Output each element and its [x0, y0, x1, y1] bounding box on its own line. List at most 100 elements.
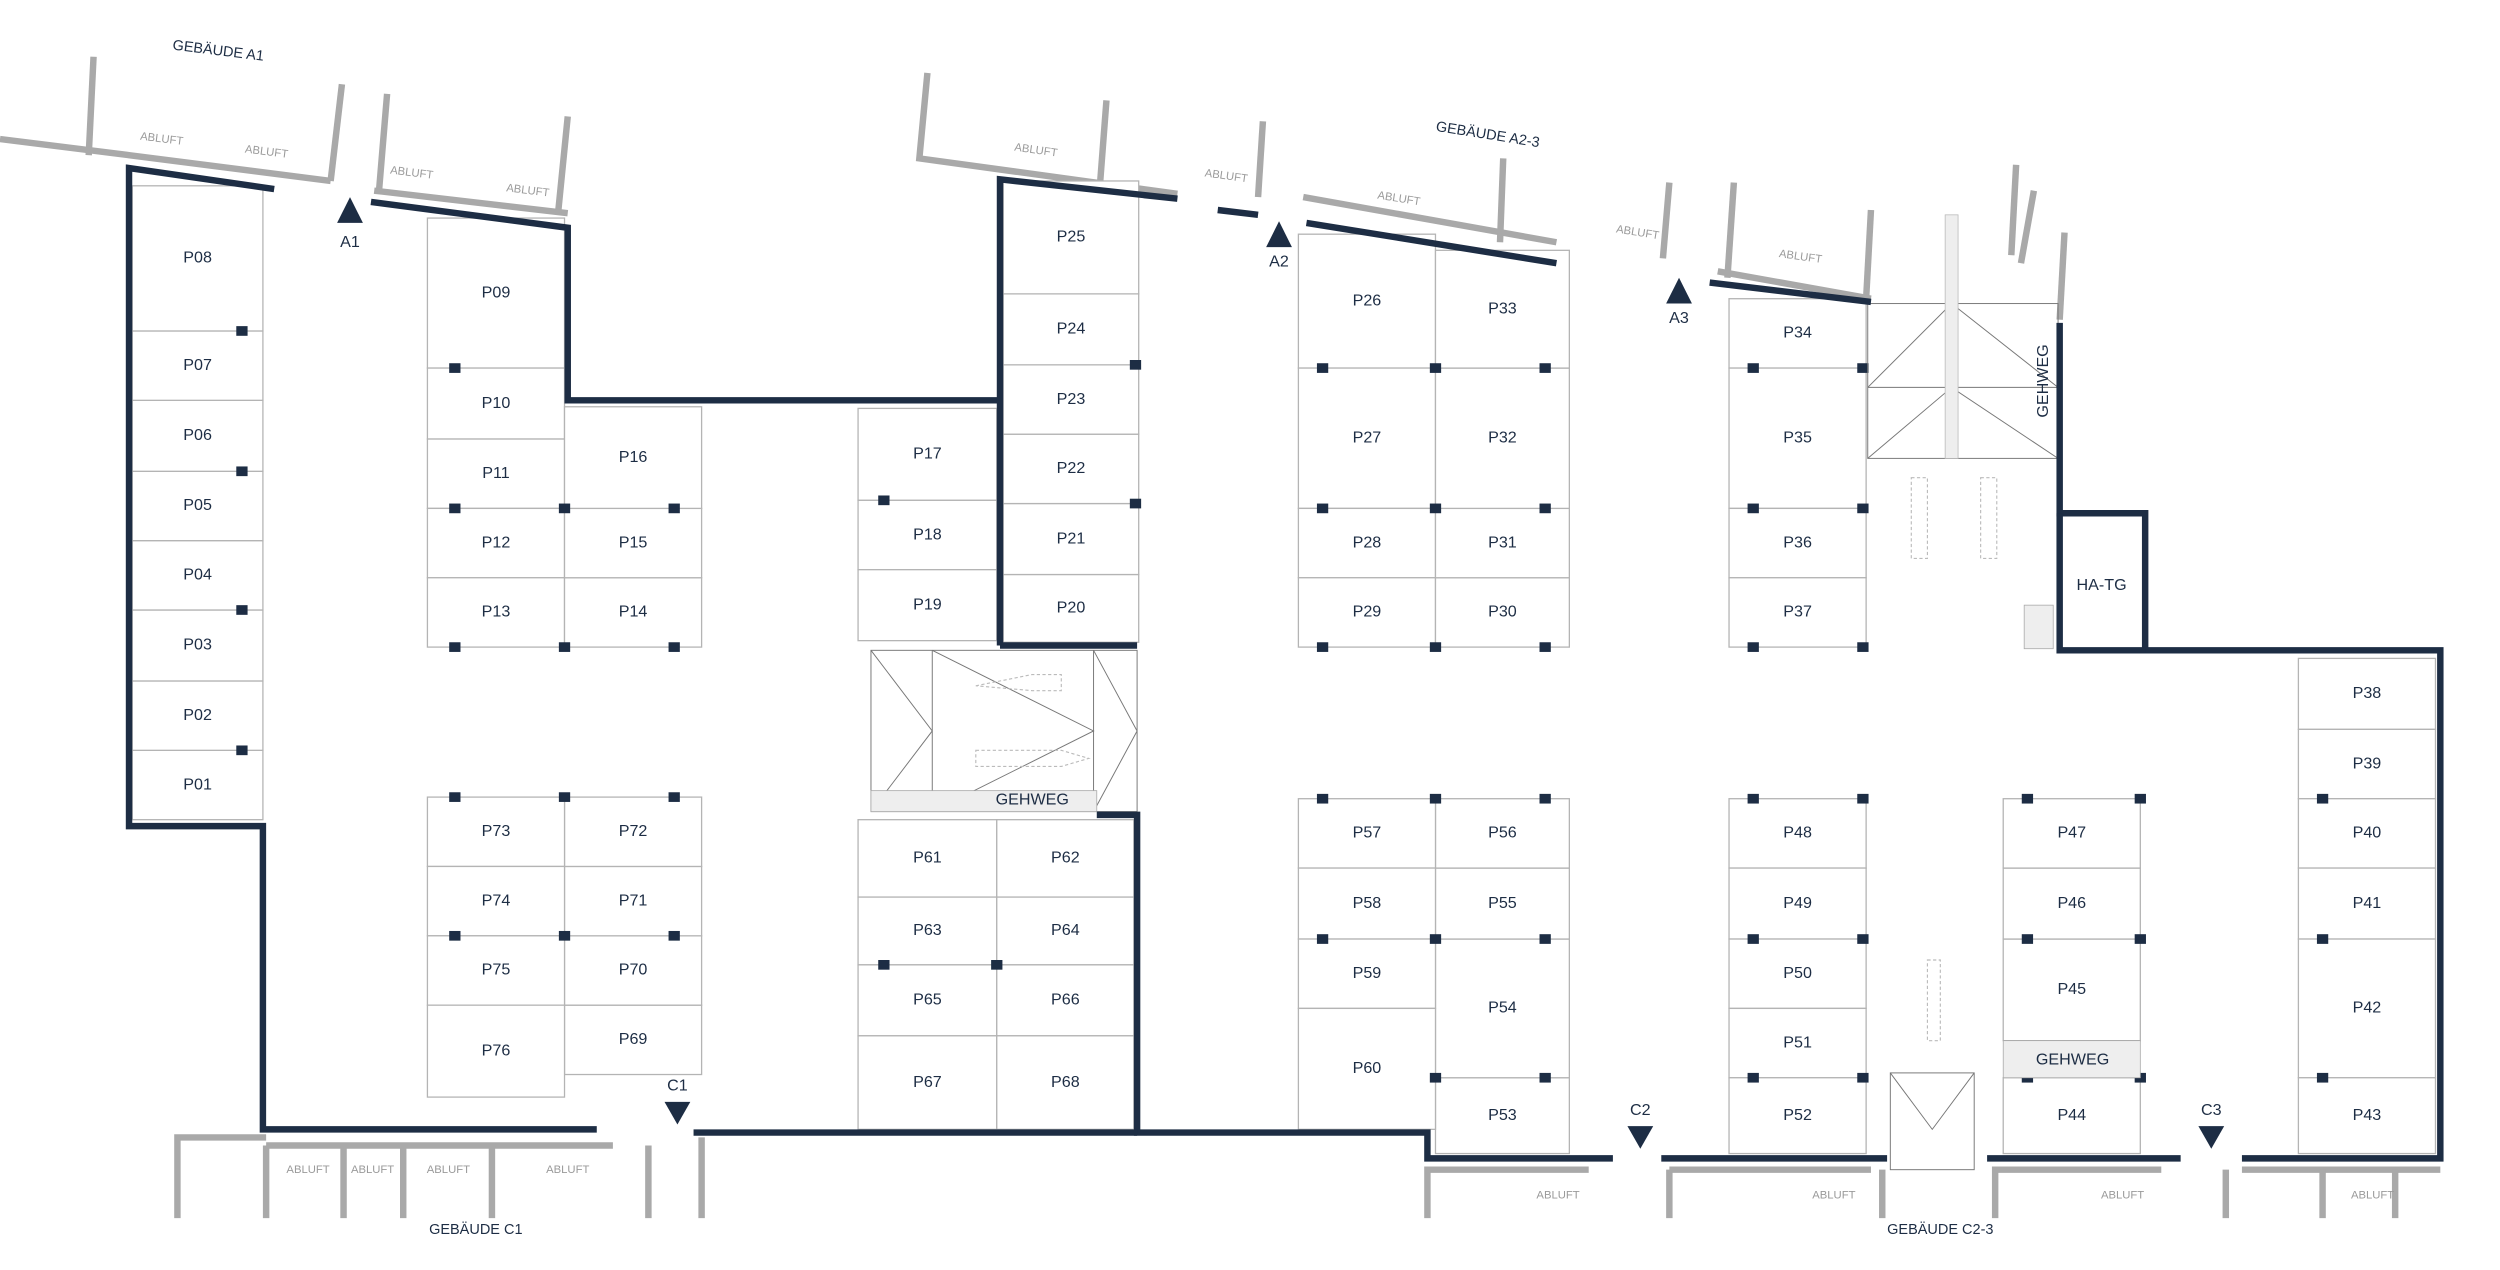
- parking-space[interactable]: P52: [1728, 1077, 1867, 1155]
- parking-space[interactable]: P31: [1434, 507, 1570, 579]
- parking-space[interactable]: P16: [563, 406, 703, 510]
- parking-space[interactable]: P37: [1728, 577, 1867, 648]
- parking-space[interactable]: P63: [857, 896, 998, 966]
- parking-space[interactable]: P59: [1297, 938, 1437, 1010]
- parking-space[interactable]: P26: [1297, 233, 1437, 369]
- parking-space-label: P68: [1051, 1073, 1080, 1091]
- parking-space[interactable]: P15: [563, 507, 703, 579]
- parking-space[interactable]: P39: [2297, 728, 2437, 800]
- parking-space[interactable]: P53: [1434, 1077, 1570, 1155]
- parking-space[interactable]: P22: [1002, 433, 1140, 505]
- entrance-marker[interactable]: A1: [337, 197, 363, 251]
- parking-space[interactable]: P04: [131, 539, 264, 611]
- parking-space[interactable]: P34: [1728, 298, 1867, 369]
- parking-space[interactable]: P64: [996, 896, 1135, 966]
- parking-space[interactable]: P42: [2297, 938, 2437, 1079]
- entrance-marker[interactable]: C3: [2198, 1101, 2225, 1149]
- parking-space[interactable]: P05: [131, 470, 264, 542]
- parking-space[interactable]: P58: [1297, 867, 1437, 940]
- structural-column: [1747, 1072, 1759, 1083]
- parking-space[interactable]: P47: [2002, 798, 2141, 869]
- parking-space[interactable]: P03: [131, 609, 264, 682]
- parking-space-outline: [2002, 798, 2141, 869]
- entrance-marker[interactable]: A3: [1666, 277, 1692, 327]
- structural-column: [558, 792, 571, 802]
- parking-space[interactable]: P23: [1002, 364, 1140, 435]
- structural-column: [1539, 642, 1551, 652]
- abluft-label: ABLUFT: [427, 1164, 470, 1176]
- parking-space[interactable]: P72: [563, 796, 703, 868]
- parking-space[interactable]: P48: [1728, 798, 1867, 869]
- parking-space[interactable]: P45: [2002, 938, 2141, 1042]
- parking-space[interactable]: P56: [1434, 798, 1570, 869]
- parking-space[interactable]: P02: [131, 680, 264, 751]
- parking-space[interactable]: P17: [857, 407, 998, 501]
- parking-space[interactable]: P19: [857, 569, 998, 642]
- parking-space[interactable]: P32: [1434, 367, 1570, 510]
- parking-space[interactable]: P41: [2297, 867, 2437, 940]
- parking-space[interactable]: P60: [1297, 1007, 1437, 1130]
- parking-space[interactable]: P13: [426, 577, 566, 648]
- parking-space[interactable]: P28: [1297, 507, 1437, 579]
- parking-space[interactable]: P70: [563, 935, 703, 1006]
- parking-space[interactable]: P24: [1002, 293, 1140, 366]
- parking-space-label: P32: [1488, 428, 1517, 446]
- parking-space[interactable]: P12: [426, 507, 566, 579]
- parking-space[interactable]: P57: [1297, 798, 1437, 869]
- parking-space[interactable]: P44: [2002, 1077, 2141, 1155]
- parking-space[interactable]: P38: [2297, 657, 2437, 730]
- parking-space[interactable]: P20: [1002, 573, 1140, 643]
- parking-space[interactable]: P36: [1728, 507, 1867, 579]
- parking-space[interactable]: P50: [1728, 938, 1867, 1010]
- structural-column: [1429, 642, 1442, 652]
- parking-space[interactable]: P08: [131, 185, 264, 332]
- parking-space[interactable]: P55: [1434, 867, 1570, 940]
- parking-space-label: P29: [1353, 603, 1382, 621]
- structural-column: [2134, 934, 2146, 944]
- entrance-marker[interactable]: C1: [664, 1077, 691, 1125]
- parking-space-outline: [1297, 1007, 1437, 1130]
- parking-space[interactable]: P01: [131, 749, 264, 821]
- parking-space[interactable]: P65: [857, 964, 998, 1037]
- parking-space[interactable]: P11: [426, 438, 566, 510]
- parking-space[interactable]: P75: [426, 935, 566, 1006]
- parking-space-label: P21: [1057, 529, 1086, 547]
- parking-space[interactable]: P18: [857, 499, 998, 571]
- parking-space[interactable]: P67: [857, 1035, 998, 1130]
- parking-space[interactable]: P68: [996, 1035, 1135, 1130]
- parking-space[interactable]: P54: [1434, 938, 1570, 1079]
- parking-space[interactable]: P73: [426, 796, 566, 868]
- parking-space[interactable]: P35: [1728, 367, 1867, 510]
- parking-space[interactable]: P14: [563, 577, 703, 648]
- entrance-marker[interactable]: A2: [1266, 221, 1292, 270]
- parking-space[interactable]: P62: [996, 819, 1135, 898]
- parking-space[interactable]: P27: [1297, 367, 1437, 510]
- parking-space[interactable]: P33: [1434, 249, 1570, 369]
- parking-space[interactable]: P40: [2297, 798, 2437, 869]
- parking-space[interactable]: P49: [1728, 867, 1867, 940]
- structural-column: [1316, 642, 1329, 652]
- structural-column: [1857, 363, 1869, 373]
- parking-space[interactable]: P07: [131, 330, 264, 401]
- parking-space[interactable]: P74: [426, 865, 566, 937]
- parking-space[interactable]: P06: [131, 399, 264, 472]
- parking-space-label: P06: [183, 426, 212, 444]
- parking-space[interactable]: P71: [563, 865, 703, 937]
- parking-space[interactable]: P43: [2297, 1077, 2437, 1155]
- parking-space[interactable]: P61: [857, 819, 998, 898]
- parking-space[interactable]: P29: [1297, 577, 1437, 648]
- entrance-marker[interactable]: C2: [1627, 1101, 1654, 1149]
- parking-space[interactable]: P30: [1434, 577, 1570, 648]
- parking-space[interactable]: P46: [2002, 867, 2141, 940]
- parking-space[interactable]: P10: [426, 367, 566, 440]
- parking-space[interactable]: P25: [1002, 180, 1140, 295]
- parking-space[interactable]: P51: [1728, 1007, 1867, 1079]
- parking-space[interactable]: P69: [563, 1004, 703, 1076]
- parking-space[interactable]: P21: [1002, 502, 1140, 576]
- building-label: GEBÄUDE A1: [172, 37, 265, 65]
- parking-space[interactable]: P76: [426, 1004, 566, 1098]
- parking-space-label: P59: [1353, 964, 1382, 982]
- parking-space[interactable]: P66: [996, 964, 1135, 1037]
- parking-space[interactable]: P09: [426, 217, 566, 369]
